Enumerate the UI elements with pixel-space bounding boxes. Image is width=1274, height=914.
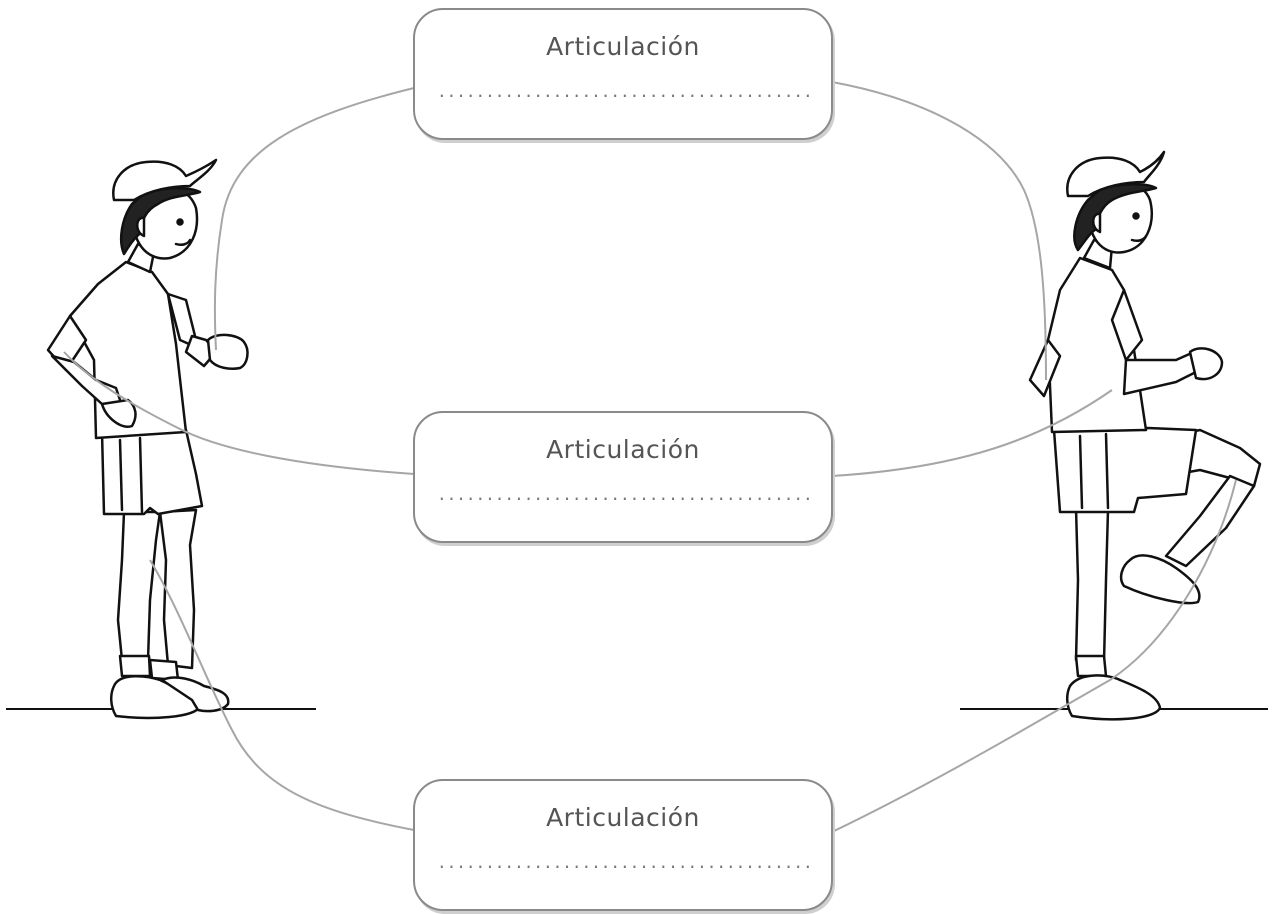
left-boy-shorts (100, 428, 204, 516)
connector-middle-left (63, 351, 415, 475)
joint-box-middle: Articulación ...........................… (413, 411, 833, 543)
right-boy-shoe-ground (1066, 674, 1162, 721)
joint-box-title: Articulación (546, 435, 700, 464)
joint-box-title: Articulación (546, 803, 700, 832)
right-boy-shorts (1052, 426, 1198, 514)
right-boy-fist (1188, 347, 1224, 381)
right-boy-shoe-raised (1119, 554, 1201, 605)
answer-line[interactable]: ........................................… (437, 853, 809, 872)
answer-line[interactable]: ........................................… (437, 485, 809, 504)
connector-top-right (831, 81, 1047, 381)
connector-lines (63, 81, 1237, 833)
left-boy-cap (112, 158, 218, 202)
right-boy-cap (1066, 150, 1166, 198)
boy-knee-raised-figure (1028, 150, 1262, 721)
joint-box-title: Articulación (546, 32, 700, 61)
connector-bottom-right (831, 479, 1237, 833)
connector-bottom-left (149, 559, 415, 831)
boy-standing-figure (46, 158, 249, 720)
connector-middle-right (831, 389, 1113, 477)
joint-box-top: Articulación ...........................… (413, 8, 833, 140)
left-boy-fist (206, 333, 249, 370)
connector-top-left (213, 87, 415, 351)
joint-box-bottom: Articulación ...........................… (413, 779, 833, 911)
left-boy-legs (116, 510, 162, 662)
answer-line[interactable]: ........................................… (437, 82, 809, 101)
